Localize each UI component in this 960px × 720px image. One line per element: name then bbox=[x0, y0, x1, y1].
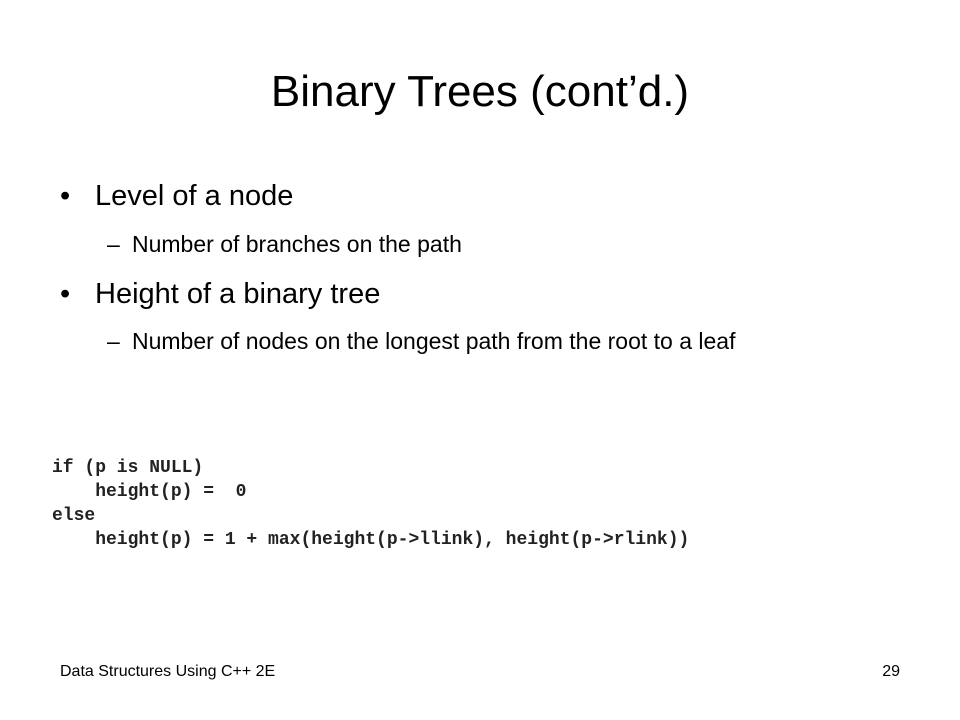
bullet-text: Level of a node bbox=[95, 180, 294, 212]
bullet-marker: • bbox=[60, 278, 71, 310]
slide-title: Binary Trees (cont’d.) bbox=[270, 67, 690, 116]
subbullet-marker: – bbox=[107, 328, 120, 354]
subbullet-text: Number of branches on the path bbox=[132, 231, 462, 257]
footer-page-number: 29 bbox=[882, 663, 900, 680]
footer-course-title: Data Structures Using C++ 2E bbox=[60, 663, 276, 680]
bullet-text: Height of a binary tree bbox=[95, 278, 381, 310]
bullet-marker: • bbox=[60, 180, 71, 212]
height-pseudocode: if (p is NULL) height(p) = 0 else height… bbox=[52, 458, 690, 550]
subbullet-text: Number of nodes on the longest path from… bbox=[132, 328, 736, 354]
subbullet-marker: – bbox=[107, 231, 120, 257]
